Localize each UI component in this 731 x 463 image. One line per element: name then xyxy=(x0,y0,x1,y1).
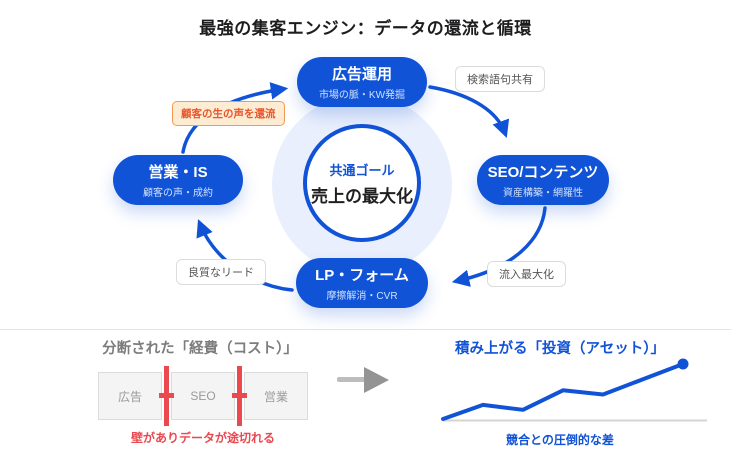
node-ad-operations: 広告運用 市場の脈・KW発掘 xyxy=(297,57,427,107)
arrow-ads-to-seo xyxy=(428,85,510,138)
cost-box-ads: 広告 xyxy=(98,372,162,420)
data-wall-icon xyxy=(232,366,247,426)
cost-boxes: 広告 SEO 営業 xyxy=(98,372,308,420)
cost-heading: 分断された「経費（コスト）」 xyxy=(102,341,298,357)
asset-trend-chart xyxy=(441,358,707,422)
section-divider xyxy=(0,329,731,330)
right-arrow-icon-head xyxy=(364,367,389,393)
node-seo-content-subtitle: 資産構築・網羅性 xyxy=(503,188,583,199)
data-wall-crossbar xyxy=(232,393,247,398)
node-lp-form-title: LP・フォーム xyxy=(315,267,409,284)
node-ad-operations-subtitle: 市場の脈・KW発掘 xyxy=(318,90,406,101)
node-sales-is-subtitle: 顧客の声・成約 xyxy=(143,188,213,199)
data-wall-icon xyxy=(159,366,174,426)
node-lp-form: LP・フォーム 摩擦解消・CVR xyxy=(296,258,428,308)
edge-label-customer-voice: 顧客の生の声を還流 xyxy=(172,101,285,126)
node-sales-is: 営業・IS 顧客の声・成約 xyxy=(113,155,243,205)
shared-goal-label: 共通ゴール xyxy=(329,162,395,178)
node-seo-content-title: SEO/コンテンツ xyxy=(487,164,599,181)
asset-heading: 積み上がる「投資（アセット）」 xyxy=(455,341,665,357)
arrow-seo-to-lp xyxy=(451,206,547,287)
shared-goal-text: 売上の最大化 xyxy=(311,186,413,206)
edge-label-inflow-max: 流入最大化 xyxy=(487,261,566,287)
chart-trend-line xyxy=(441,362,685,421)
cycle-arrows xyxy=(181,82,547,292)
cost-caption: 壁がありデータが途切れる xyxy=(130,431,275,445)
asset-caption: 競合との圧倒的な差 xyxy=(506,433,614,447)
edge-label-search-terms: 検索語句共有 xyxy=(455,66,545,92)
page-title: 最強の集客エンジン：データの還流と循環 xyxy=(199,19,532,38)
cost-box-seo: SEO xyxy=(171,372,235,420)
node-ad-operations-title: 広告運用 xyxy=(331,66,392,83)
edge-label-quality-leads: 良質なリード xyxy=(176,259,266,285)
cost-box-sales: 営業 xyxy=(244,372,308,420)
node-sales-is-title: 営業・IS xyxy=(148,164,208,181)
chart-end-dot xyxy=(677,358,689,370)
data-wall-crossbar xyxy=(159,393,174,398)
right-arrow-icon xyxy=(337,377,369,382)
shared-goal-circle: 共通ゴール 売上の最大化 xyxy=(303,124,421,242)
node-seo-content: SEO/コンテンツ 資産構築・網羅性 xyxy=(477,155,609,205)
node-lp-form-subtitle: 摩擦解消・CVR xyxy=(326,291,398,302)
